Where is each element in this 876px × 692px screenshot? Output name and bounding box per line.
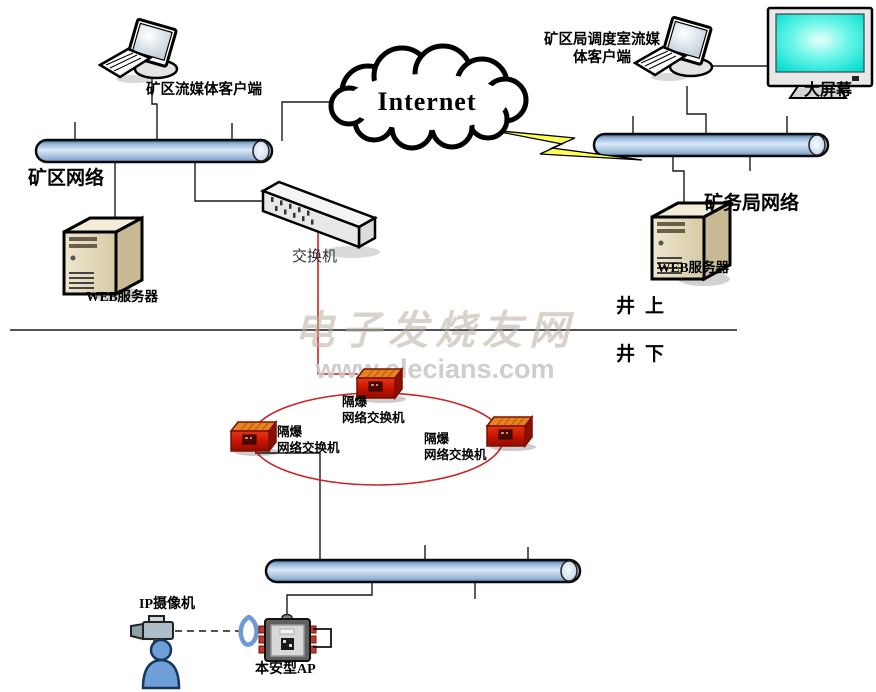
ex-switch-left-label: 隔爆 网络交换机 [277, 425, 340, 455]
lightning-bolt-icon [489, 129, 643, 161]
ip-camera-icon [130, 615, 174, 645]
ap-label: 本安型AP [255, 662, 316, 677]
bus-pipe-underground-network [264, 558, 582, 584]
watermark-brand: 电子发烧友网 [294, 308, 576, 353]
above-ground-label: 井上 [616, 296, 675, 317]
ap-bracket [313, 628, 332, 648]
below-ground-label: 井下 [616, 344, 675, 365]
web-server-right-label: WEB服务器 [657, 260, 730, 275]
pc-client-left-icon [98, 17, 179, 85]
ethernet-switch-icon [260, 180, 380, 258]
ex-switch-right-label: 隔爆 网络交换机 [424, 432, 487, 462]
big-screen-icon [766, 6, 874, 99]
connection-lines [74, 58, 788, 632]
web-server-left-label: WEB服务器 [86, 289, 159, 304]
antenna-icon [238, 614, 259, 647]
wire-bus-to-webserver-right [672, 157, 685, 214]
wire-bus-to-switch [194, 162, 266, 202]
switch-label: 交换机 [292, 249, 338, 265]
wire-bus-to-ap [286, 581, 373, 619]
fiber-link-switch-to-ring [317, 207, 358, 375]
wireless-ap-icon [258, 613, 332, 662]
wire-ring-to-underground-bus [255, 452, 321, 561]
bureau-network-label: 矿务局网络 [704, 193, 800, 214]
ip-camera-label: IP摄像机 [139, 597, 195, 612]
big-screen-label: 大屏幕 [804, 82, 853, 99]
mine-network-label: 矿区网络 [28, 168, 105, 189]
wire-bus-to-internet [281, 101, 338, 141]
watermark-url: www.elecians.com [314, 354, 554, 384]
internet-label: Internet [377, 87, 477, 116]
ex-switch-left-icon [230, 421, 281, 457]
dispatch-client-label: 矿区局调度室流媒 体客户端 [544, 32, 660, 67]
person-icon [141, 638, 181, 690]
wire-pc-right-to-bus [686, 86, 707, 136]
wire-pc-left-to-bus [151, 58, 158, 141]
mine-client-label: 矿区流媒体客户端 [146, 82, 262, 98]
internet-cloud [328, 43, 529, 151]
ex-switch-top-label: 隔爆 网络交换机 [342, 395, 405, 425]
bus-pipe-mine-network [34, 138, 274, 164]
bus-pipe-bureau-network [592, 132, 830, 158]
